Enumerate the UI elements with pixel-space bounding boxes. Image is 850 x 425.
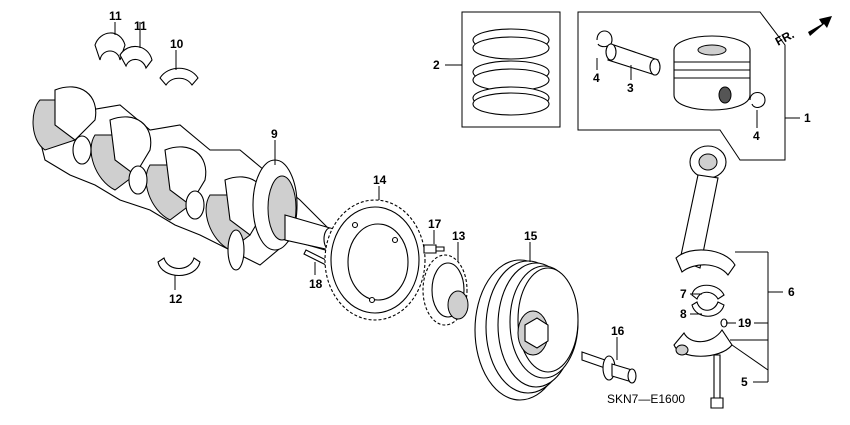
callout-15: 15	[524, 229, 538, 243]
sensor-ring-14	[324, 199, 426, 321]
leader-lines	[114, 22, 800, 383]
callout-4-right: 4	[753, 129, 760, 143]
thrust-washer-10	[159, 67, 199, 86]
pulley-bolt-16	[581, 351, 637, 384]
piston-ring-set-2	[461, 11, 561, 128]
piston-assembly-1	[577, 11, 786, 161]
connecting-rod-6	[675, 145, 736, 276]
main-bearing-upper-11b	[119, 46, 153, 70]
callout-4-left: 4	[593, 71, 600, 85]
callout-18: 18	[309, 277, 323, 291]
callout-9: 9	[271, 127, 278, 141]
callout-16: 16	[611, 324, 625, 338]
callout-8: 8	[680, 307, 687, 321]
callout-5: 5	[741, 375, 748, 389]
main-bearing-lower-12	[157, 257, 201, 276]
direction-label: FR.	[773, 27, 797, 48]
callout-3: 3	[627, 81, 634, 95]
conrod-bearing-upper-7	[691, 284, 725, 300]
conrod-bolt-5	[710, 354, 724, 409]
crankshaft-pulley-15	[474, 259, 579, 401]
callout-7: 7	[680, 287, 687, 301]
diagram-code: SKN7—E1600	[607, 392, 685, 406]
crankshaft	[32, 86, 337, 271]
callout-10: 10	[170, 37, 184, 51]
conrod-bearing-lower-8	[691, 301, 725, 317]
callout-2: 2	[433, 58, 440, 72]
callout-14: 14	[373, 173, 387, 187]
conrod-cap	[673, 329, 733, 357]
main-bearing-upper-11a	[94, 32, 126, 61]
callout-17: 17	[428, 217, 442, 231]
callout-1: 1	[804, 111, 811, 125]
callout-12: 12	[169, 292, 183, 306]
callout-13: 13	[452, 229, 466, 243]
callout-11-left: 11	[109, 9, 122, 23]
callout-11-right: 11	[134, 19, 147, 33]
front-arrow-icon	[808, 16, 832, 36]
callout-6: 6	[788, 285, 795, 299]
bolt-17	[423, 244, 445, 254]
callout-19: 19	[738, 316, 752, 330]
timing-sprocket-13	[422, 254, 469, 326]
